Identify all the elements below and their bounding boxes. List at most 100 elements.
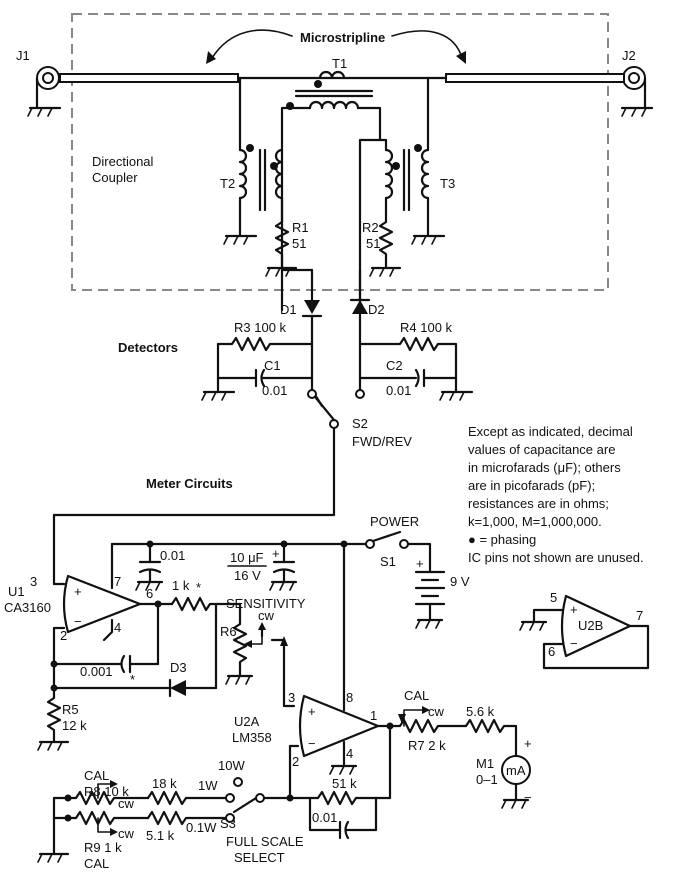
u2b-opamp-icon — [560, 594, 632, 658]
coupler-label: Coupler — [92, 170, 138, 185]
s2-description: FWD/REV — [352, 434, 412, 449]
r1-resistor-icon — [274, 210, 290, 270]
r-51k-resistor-icon — [288, 790, 378, 806]
s3-ten-w: 10W — [218, 758, 245, 773]
c2-label: C2 — [386, 358, 403, 373]
u1-label: U1 — [8, 584, 25, 599]
u2b-pin7: 7 — [636, 608, 643, 623]
note-line-1: Except as indicated, decimal — [468, 424, 633, 439]
r-1k-resistor-icon — [170, 596, 242, 626]
r6-cw: cw — [258, 608, 275, 623]
s2-switch-icon — [307, 389, 365, 429]
r2-resistor-icon — [378, 210, 394, 270]
c1-label: C1 — [264, 358, 281, 373]
full-scale-line2: SELECT — [234, 850, 285, 865]
r5-value: 12 k — [62, 718, 87, 733]
title-arrow-left — [211, 29, 293, 59]
s1-label: S1 — [380, 554, 396, 569]
r8-pot-icon — [52, 790, 150, 806]
r9-cw: cw — [118, 826, 135, 841]
r1-value: 51 — [292, 236, 306, 251]
c-top-value: 0.01 — [160, 548, 185, 563]
r7-cw: cw — [428, 704, 445, 719]
s3-switch-icon — [225, 777, 265, 823]
r5-label: R5 — [62, 702, 79, 717]
t2-label: T2 — [220, 176, 235, 191]
u2a-opamp-icon — [298, 694, 380, 758]
u2b-label: U2B — [578, 618, 603, 633]
one-w-label: 1W — [198, 778, 218, 793]
d1-label: D1 — [280, 302, 297, 317]
t3-transformer-icon — [384, 76, 446, 245]
u1-pin4: 4 — [114, 620, 121, 635]
coupler-boundary — [71, 13, 609, 291]
c2-value: 0.01 — [386, 383, 411, 398]
m1-plus: + — [524, 736, 532, 751]
note-line-7: ● = phasing — [468, 532, 536, 547]
c-001-asterisk: * — [130, 672, 135, 687]
r-56k-value: 5.6 k — [466, 704, 495, 719]
r8-cal-label: CAL — [84, 768, 109, 783]
c-001-capacitor-icon — [52, 602, 160, 674]
u1-minus: − — [74, 614, 82, 629]
u2a-plus: + — [308, 704, 316, 719]
c2-capacitor-icon — [358, 368, 458, 388]
title-label: Microstripline — [300, 30, 385, 45]
d1-diode-icon — [301, 300, 323, 318]
microstrip-right — [445, 73, 625, 83]
r-18k-value: 18 k — [152, 776, 177, 791]
u1-pin6: 6 — [146, 586, 153, 601]
r3-label: R3 100 k — [234, 320, 287, 335]
c1-value: 0.01 — [262, 383, 287, 398]
battery-icon — [414, 570, 446, 629]
note-line-2: values of capacitance are — [468, 442, 615, 457]
r8-label: R8 10 k — [84, 784, 129, 799]
r6-label: R6 — [220, 624, 237, 639]
c-001-value: 0.001 — [80, 664, 113, 679]
u2b-pin6: 6 — [548, 644, 555, 659]
microstrip-left — [59, 73, 239, 83]
r-51k-value: 51 k — [332, 776, 357, 791]
c-fb-value: 0.01 — [312, 810, 337, 825]
d2-label: D2 — [368, 302, 385, 317]
r-18k-resistor-icon — [146, 790, 228, 806]
c1-capacitor-icon — [216, 368, 314, 388]
s1-switch-icon — [365, 530, 409, 549]
u2a-part: LM358 — [232, 730, 272, 745]
r-51k-b-value: 5.1 k — [146, 828, 175, 843]
r-1k-asterisk: * — [196, 580, 201, 595]
r7-label: R7 2 k — [408, 738, 446, 753]
battery-label: 9 V — [450, 574, 470, 589]
directional-label: Directional — [92, 154, 154, 169]
r3-resistor-icon — [216, 336, 314, 352]
title-arrow-right — [391, 30, 463, 59]
sensitivity-label: SENSITIVITY — [226, 596, 306, 611]
m1-range: 0–1 — [476, 772, 498, 787]
u2a-minus: − — [308, 736, 316, 751]
notes-block: Except as indicated, decimal values of c… — [468, 424, 644, 565]
r4-label: R4 100 k — [400, 320, 453, 335]
r1-label: R1 — [292, 220, 309, 235]
u2a-pin8: 8 — [346, 690, 353, 705]
c-sens-voltage: 16 V — [234, 568, 261, 583]
r9-cal-label: CAL — [84, 856, 109, 871]
m1-ma: mA — [506, 763, 526, 778]
j1-label: J1 — [16, 48, 30, 63]
r6-pot-icon — [232, 622, 248, 678]
t2-transformer-icon — [223, 76, 284, 245]
r7-cal-label: CAL — [404, 688, 429, 703]
t1-label: T1 — [332, 56, 347, 71]
j2-label: J2 — [622, 48, 636, 63]
note-line-5: resistances are in ohms; — [468, 496, 609, 511]
u1-part: CA3160 — [4, 600, 51, 615]
u1-pin2: 2 — [60, 628, 67, 643]
note-line-4: are in picofarads (pF); — [468, 478, 595, 493]
c-sens-value: 10 μF — [230, 550, 264, 565]
u1-pin3: 3 — [30, 574, 37, 589]
r5-resistor-icon — [46, 686, 62, 744]
t3-label: T3 — [440, 176, 455, 191]
note-line-6: k=1,000, M=1,000,000. — [468, 514, 602, 529]
battery-plus: + — [416, 556, 424, 571]
d2-diode-icon — [349, 298, 371, 314]
